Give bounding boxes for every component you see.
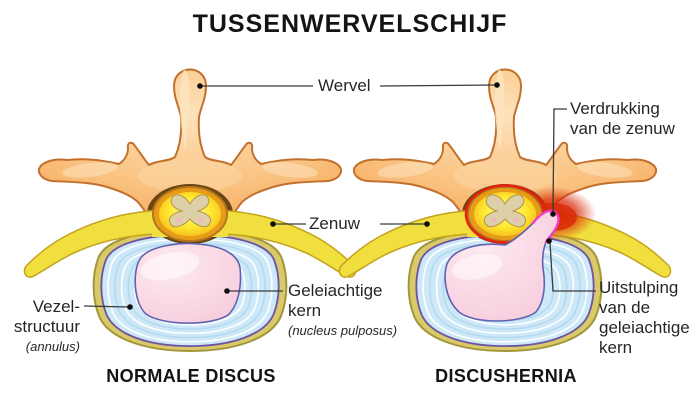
label-wervel: Wervel <box>318 76 371 95</box>
label-annulus-main: Vezel- structuur <box>13 297 80 337</box>
label-disc-bulge: Uitstulping van de geleiachtige kern <box>599 278 690 358</box>
label-nucleus-pulposus: Geleiachtige kern (nucleus pulposus) <box>288 281 397 338</box>
label-nucleus-pulposus-main: Geleiachtige kern <box>288 281 383 321</box>
hernia-bulge-edge <box>531 209 560 244</box>
herniated-nucleus <box>444 209 560 322</box>
caption-disc-hernia: DISCUSHERNIA <box>435 366 577 386</box>
label-annulus: Vezel- structuur (annulus) <box>0 297 80 354</box>
herniated-disc-figure <box>338 68 672 353</box>
label-nerve-compression: Verdrukking van de zenuw <box>570 99 675 139</box>
spinal-cord <box>152 186 228 242</box>
nucleus-pulposus <box>134 242 242 324</box>
vertebra-bone <box>37 68 343 222</box>
caption-normal-disc: NORMALE DISCUS <box>106 366 276 386</box>
label-zenuw: Zenuw <box>309 214 361 233</box>
normal-disc-figure <box>23 68 357 353</box>
label-annulus-latin: (annulus) <box>25 339 80 355</box>
vertebra-bone <box>352 68 658 222</box>
page-title: TUSSENWERVELSCHIJF <box>192 10 508 38</box>
label-nucleus-pulposus-latin: (nucleus pulposus) <box>288 323 398 339</box>
